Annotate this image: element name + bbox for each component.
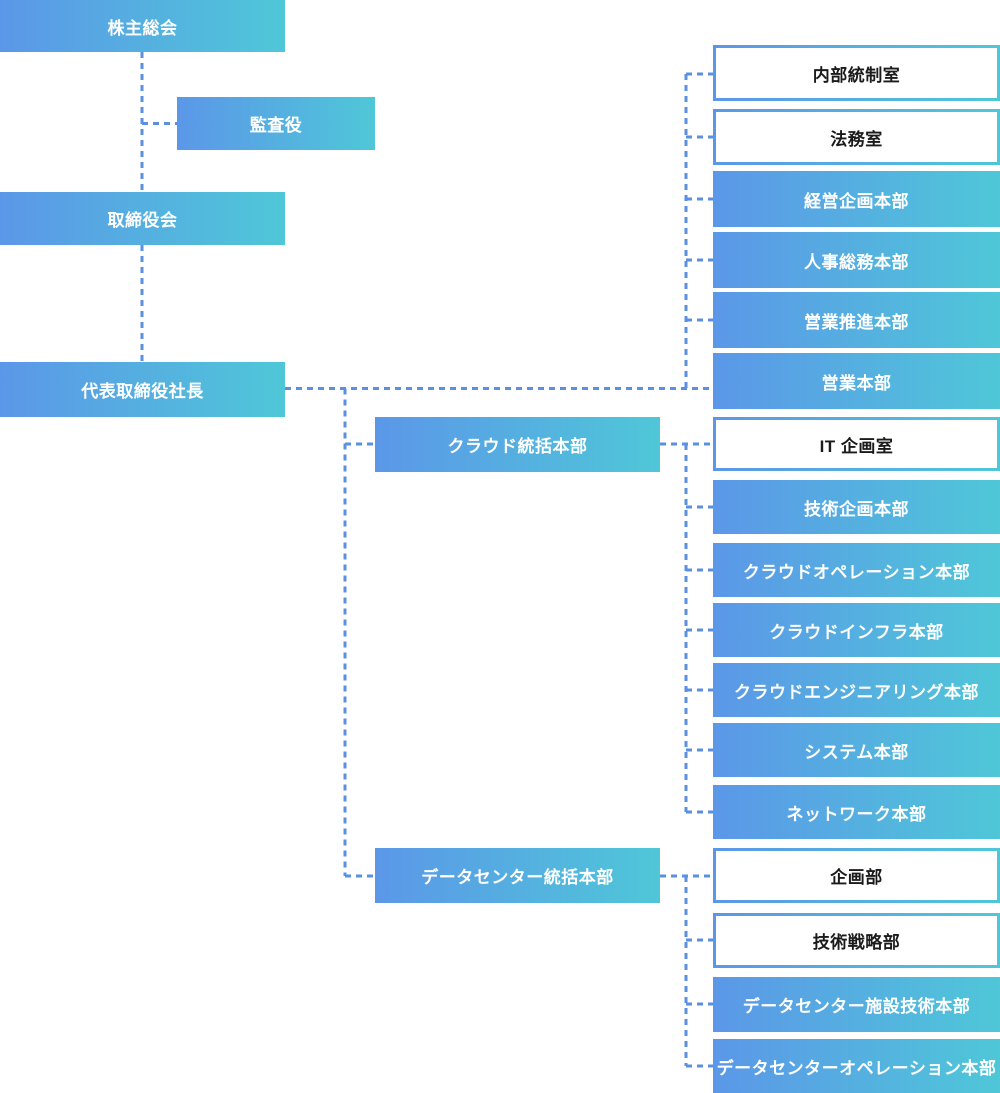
org-node-auditor: 監査役 bbox=[177, 97, 375, 150]
org-node-staff-corporate-planning: 経営企画本部 bbox=[713, 171, 1000, 227]
org-node-staff-internal-control: 内部統制室 bbox=[713, 45, 1000, 101]
org-node-label: 内部統制室 bbox=[812, 65, 901, 85]
org-node-cloud-system: システム本部 bbox=[713, 723, 1000, 777]
org-node-dc-operation: データセンターオペレーション本部 bbox=[713, 1039, 1000, 1093]
org-node-cloud-tech-planning: 技術企画本部 bbox=[713, 480, 1000, 534]
org-node-label: 代表取締役社長 bbox=[81, 382, 204, 401]
org-node-label: データセンターオペレーション本部 bbox=[716, 1059, 997, 1078]
org-node-label: 人事総務本部 bbox=[804, 252, 909, 272]
org-node-label: データセンター施設技術本部 bbox=[742, 997, 971, 1016]
org-node-cloud-engineering: クラウドエンジニアリング本部 bbox=[713, 663, 1000, 717]
org-node-cloud-infra: クラウドインフラ本部 bbox=[713, 603, 1000, 657]
org-node-label: 技術企画本部 bbox=[804, 499, 909, 519]
org-node-staff-legal: 法務室 bbox=[713, 109, 1000, 165]
org-node-label: 株主総会 bbox=[107, 18, 178, 38]
org-node-board: 取締役会 bbox=[0, 192, 285, 245]
org-node-label: 営業推進本部 bbox=[804, 312, 909, 332]
org-node-label: 営業本部 bbox=[821, 373, 892, 393]
org-node-label: ネットワーク本部 bbox=[786, 804, 927, 824]
org-node-shareholders: 株主総会 bbox=[0, 0, 285, 52]
org-node-dc-planning: 企画部 bbox=[713, 848, 1000, 903]
org-node-label: 経営企画本部 bbox=[804, 191, 909, 211]
org-node-label: データセンター統括本部 bbox=[421, 868, 614, 887]
org-node-label: クラウドオペレーション本部 bbox=[742, 562, 971, 582]
org-node-label: 技術戦略部 bbox=[812, 933, 901, 952]
org-node-cloud-it-planning: IT 企画室 bbox=[713, 417, 1000, 471]
org-node-label: クラウド統括本部 bbox=[447, 437, 588, 456]
org-node-cloud-network: ネットワーク本部 bbox=[713, 785, 1000, 839]
org-node-president: 代表取締役社長 bbox=[0, 362, 285, 417]
org-node-label: 監査役 bbox=[249, 116, 303, 135]
org-node-datacenter-division: データセンター統括本部 bbox=[375, 848, 660, 903]
org-node-label: 法務室 bbox=[830, 129, 883, 149]
org-node-label: システム本部 bbox=[804, 742, 909, 762]
org-node-label: 取締役会 bbox=[107, 211, 178, 230]
org-node-cloud-operation: クラウドオペレーション本部 bbox=[713, 543, 1000, 597]
org-node-label: 企画部 bbox=[830, 868, 883, 887]
org-node-staff-hr-general-affairs: 人事総務本部 bbox=[713, 232, 1000, 288]
org-node-label: クラウドエンジニアリング本部 bbox=[734, 682, 979, 702]
org-node-dc-tech-strategy: 技術戦略部 bbox=[713, 913, 1000, 968]
org-node-label: IT 企画室 bbox=[819, 436, 894, 456]
org-node-dc-facility-tech: データセンター施設技術本部 bbox=[713, 977, 1000, 1032]
org-node-label: クラウドインフラ本部 bbox=[769, 622, 944, 642]
org-node-staff-sales-promotion: 営業推進本部 bbox=[713, 292, 1000, 348]
org-node-staff-sales: 営業本部 bbox=[713, 353, 1000, 409]
org-node-cloud-division: クラウド統括本部 bbox=[375, 417, 660, 472]
